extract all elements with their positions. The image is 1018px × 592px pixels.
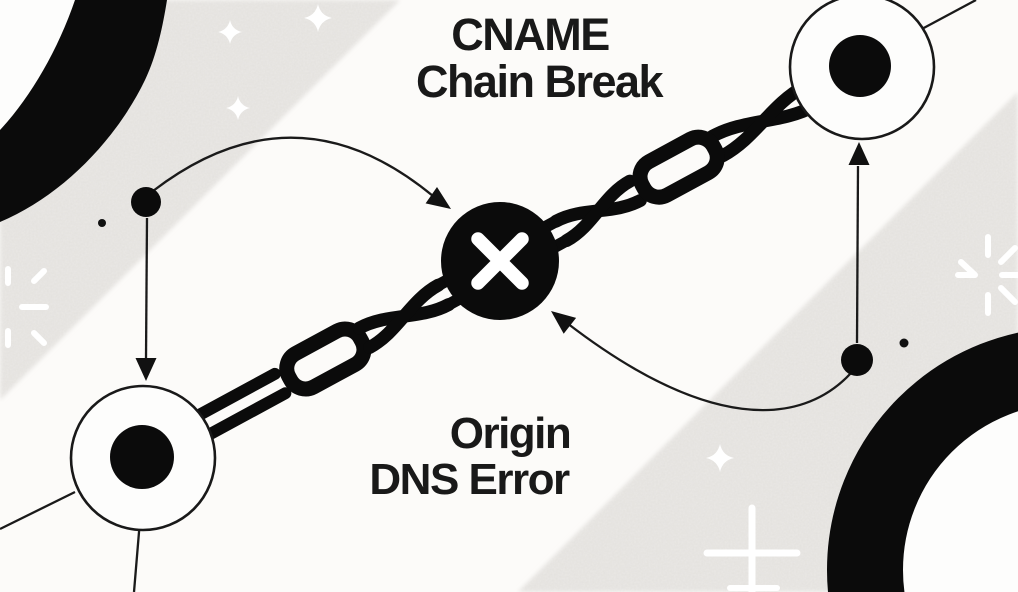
chain-twist <box>363 278 445 354</box>
corner-ring-bottom-right <box>827 332 1018 592</box>
heading-line-2: Chain Break <box>415 56 664 107</box>
sparkle-icon <box>706 444 734 472</box>
node-bottom-left <box>69 384 217 532</box>
heading-line-1: CNAME <box>451 9 610 60</box>
sparkle-icon <box>304 4 332 32</box>
node-core-dot <box>110 425 174 489</box>
node-top-right <box>788 0 936 141</box>
burst-icon <box>5 266 49 348</box>
sparkles <box>218 4 734 472</box>
chain-link-open-2 <box>632 129 725 205</box>
corner-ring-band <box>827 332 1018 592</box>
caption-line-1: Origin <box>449 409 572 458</box>
corner-arc-top-left <box>0 0 167 222</box>
sparkle-icon <box>218 20 242 44</box>
corner-arc-inner-white <box>0 0 75 130</box>
dot-node-left <box>131 187 161 217</box>
x-break-icon <box>471 232 529 290</box>
arrow-down-shaft <box>144 217 149 360</box>
plus-sparkles <box>703 504 801 592</box>
tiny-dot-right <box>899 338 909 348</box>
arrow-curve-left-head <box>425 187 451 209</box>
chain-twists <box>352 80 821 354</box>
burst-icon <box>955 234 1018 316</box>
arrow-curve-right-shaft <box>566 322 852 412</box>
burst-sparkles <box>5 234 1018 348</box>
arrow-up-shaft <box>855 165 860 344</box>
arrow-curve-right-head <box>551 311 577 334</box>
sparkle-icon <box>226 96 250 120</box>
caption-line-2: DNS Error <box>369 455 570 504</box>
connector-lines <box>0 0 977 592</box>
plus-icon <box>703 504 801 592</box>
corner-ring-inner-white <box>902 410 1018 592</box>
corner-arc-band <box>0 0 167 222</box>
connector-line-node-a-down <box>132 519 142 592</box>
chain-twist <box>560 174 637 248</box>
connector-line-node-a-left <box>0 490 76 531</box>
node-core-dot <box>829 35 891 97</box>
tiny-dot-left <box>98 219 106 227</box>
arrow-up-head <box>848 142 870 165</box>
arrow-curve-left-shaft <box>152 136 434 197</box>
chain-break-marker <box>441 202 559 320</box>
arrow-down-head <box>135 358 157 381</box>
connector-line-node-b-right <box>919 0 977 32</box>
chain-link-open-1 <box>279 321 372 397</box>
arrows <box>135 136 870 412</box>
dot-node-right <box>841 344 873 376</box>
